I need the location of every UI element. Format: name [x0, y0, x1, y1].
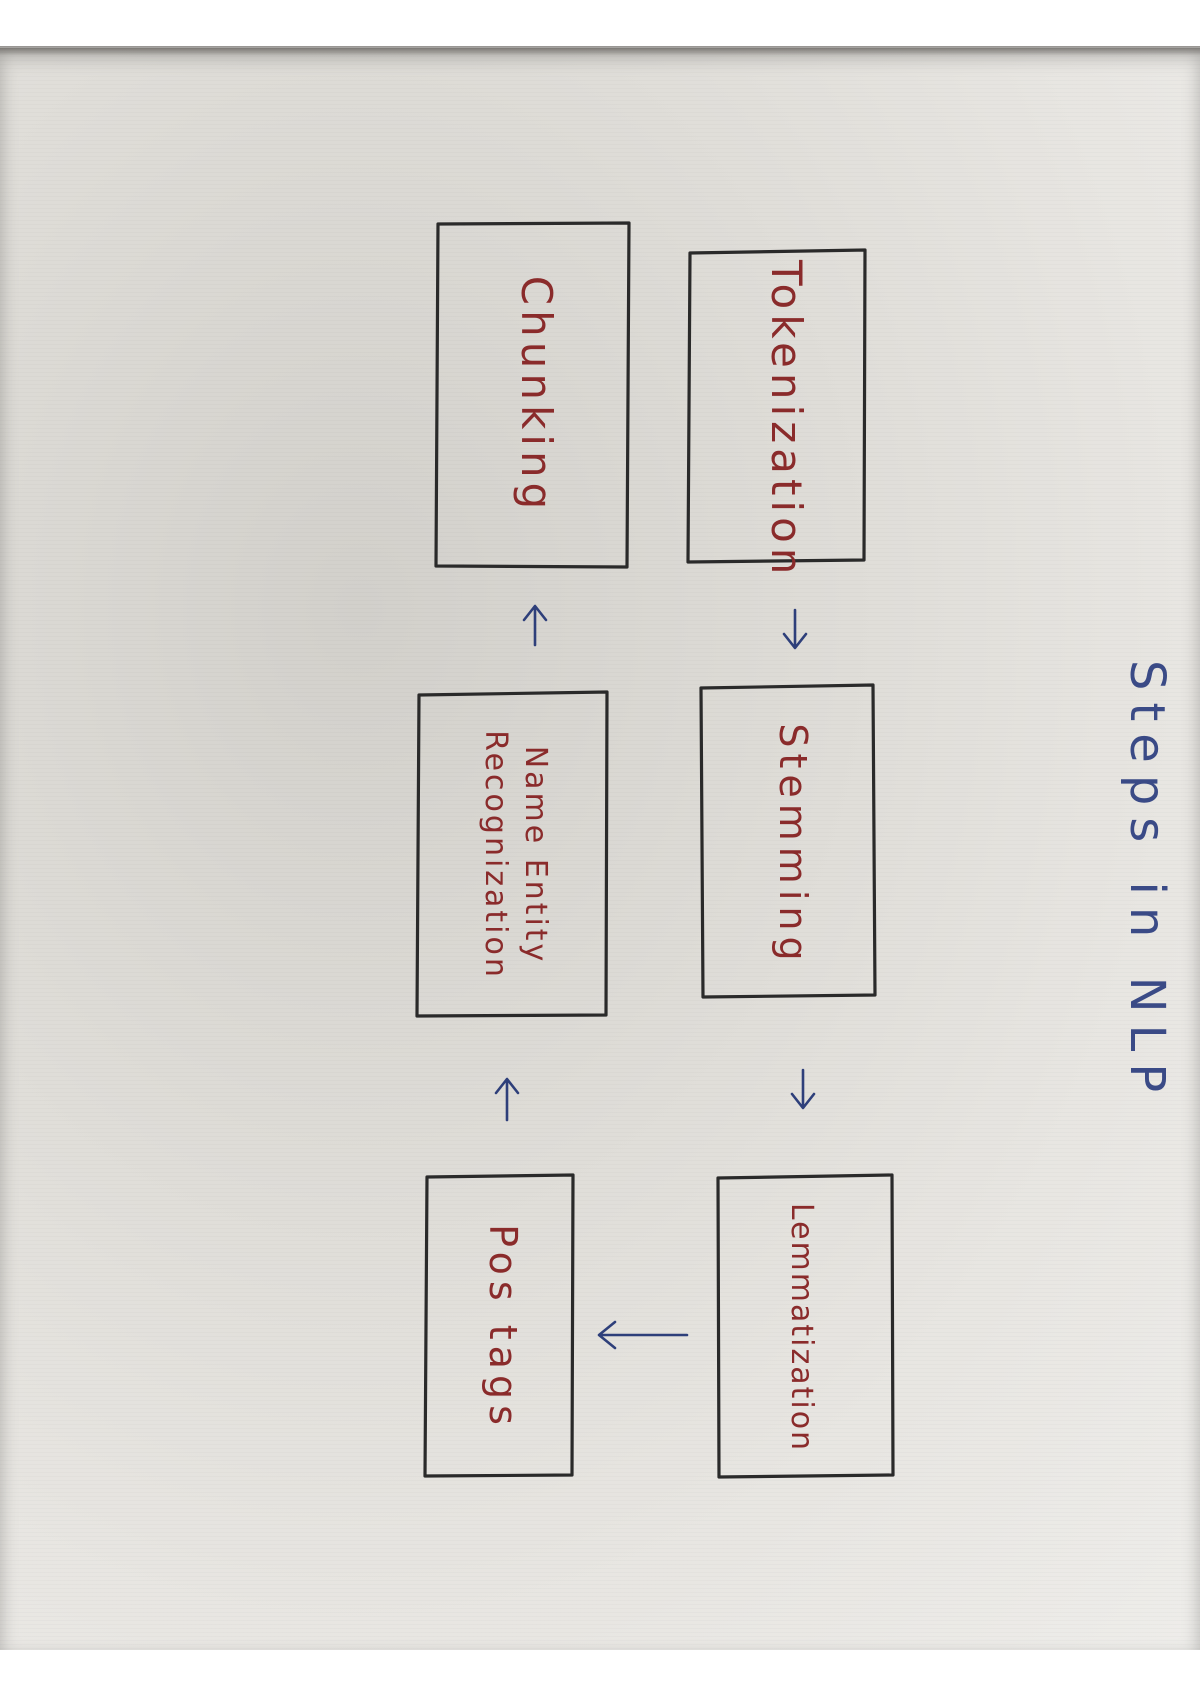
- diagram-canvas: [415, 221, 895, 1479]
- box-lemmatization: [716, 1173, 895, 1479]
- arrow-ner-to-chunking: [522, 604, 548, 647]
- arrow-stemming-to-lemmatization: [790, 1068, 816, 1110]
- step-label-chunking: Chunking: [512, 275, 561, 515]
- step-label-stemming: Stemming: [771, 723, 815, 967]
- paper-edge-shadow: [0, 46, 1200, 56]
- diagram-title: Steps in NLP: [1119, 660, 1175, 1105]
- box-name-entity-recognization: [415, 690, 609, 1018]
- box-stemming: [699, 683, 877, 999]
- box-tokenization: [686, 248, 867, 564]
- box-chunking: [434, 221, 631, 569]
- step-label-lemmatization: Lemmatization: [784, 1202, 819, 1453]
- box-pos-tags: [423, 1173, 575, 1478]
- paper-sheet: [0, 48, 1200, 1650]
- diagram: Steps in NLP Tokenization Stemming Lemma…: [415, 120, 1175, 1570]
- step-label-pos-tags: Pos tags: [481, 1224, 525, 1431]
- step-label-tokenization: Tokenization: [762, 260, 811, 580]
- arrow-pos-tags-to-ner: [494, 1077, 520, 1122]
- arrow-tokenization-to-stemming: [782, 608, 808, 650]
- step-label-name-entity-recognization: Name Entity Recognization: [478, 730, 553, 980]
- photo-bottom-strip: [0, 1650, 1200, 1698]
- arrow-lemmatization-to-pos-tags: [597, 1320, 689, 1350]
- photo-top-band: [0, 0, 1200, 50]
